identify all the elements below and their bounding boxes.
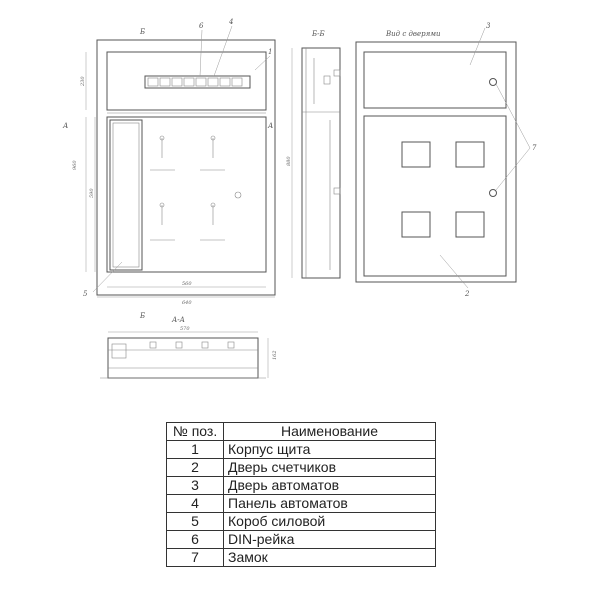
section-a-right: А (267, 122, 273, 130)
power-box (109, 119, 143, 271)
row-name: Дверь счетчиков (223, 458, 436, 477)
dim-640: 640 (182, 300, 192, 306)
dim-230: 230 (80, 76, 86, 87)
lock-top (489, 78, 497, 86)
table-row: 1 Корпус щита (166, 440, 436, 459)
row-name: Корпус щита (223, 440, 436, 459)
callout-2: 2 (464, 290, 470, 298)
row-name: Короб силовой (223, 512, 436, 531)
door-view: 3 7 2 Вид с дверями (355, 22, 537, 298)
row-num: 7 (166, 548, 224, 567)
dim-960: 960 (72, 160, 78, 170)
table-row: 2 Дверь счетчиков (166, 458, 436, 477)
row-num: 5 (166, 512, 224, 531)
front-view: 230 960 590 560 640 Б Б А А 6 4 1 5 (62, 18, 276, 320)
table-row: 3 Дверь автоматов (166, 476, 436, 495)
din-rail (144, 75, 251, 89)
row-name: Панель автоматов (223, 494, 436, 513)
callout-5: 5 (83, 290, 88, 298)
table-row: 6 DIN-рейка (166, 530, 436, 549)
header-num: № поз. (166, 422, 224, 441)
lock-bottom (489, 189, 497, 197)
view-b-bottom: Б (139, 312, 145, 320)
view-aa-label: А-А (171, 316, 185, 324)
dim-162: 162 (272, 350, 278, 360)
callout-7: 7 (532, 144, 537, 152)
row-num: 4 (166, 494, 224, 513)
callout-3: 3 (486, 22, 491, 30)
row-num: 1 (166, 440, 224, 459)
table-header-row: № поз. Наименование (166, 422, 436, 441)
table-row: 4 Панель автоматов (166, 494, 436, 513)
view-door-label: Вид с дверями (385, 30, 441, 38)
technical-drawing: 230 960 590 560 640 Б Б А А 6 4 1 5 880 … (62, 18, 537, 379)
dim-570: 570 (180, 326, 190, 332)
parts-table: № поз. Наименование 1 Корпус щита 2 Двер… (166, 422, 436, 567)
dim-560: 560 (182, 281, 192, 287)
table-row: 5 Короб силовой (166, 512, 436, 531)
row-num: 2 (166, 458, 224, 477)
row-num: 6 (166, 530, 224, 549)
side-view: 880 Б-Б (286, 30, 341, 279)
dim-590: 590 (89, 188, 95, 198)
row-num: 3 (166, 476, 224, 495)
section-a-left: А (62, 122, 68, 130)
callout-4: 4 (228, 18, 233, 26)
meter-mounts (150, 135, 242, 241)
meter-windows (401, 141, 485, 238)
row-name: Дверь автоматов (223, 476, 436, 495)
view-b-top: Б (139, 28, 145, 36)
section-aa-view: 570 162 А-А (100, 316, 278, 379)
callout-1: 1 (268, 48, 272, 56)
table-row: 7 Замок (166, 548, 436, 567)
row-name: Замок (223, 548, 436, 567)
view-bb-label: Б-Б (311, 30, 325, 38)
row-name: DIN-рейка (223, 530, 436, 549)
callout-6: 6 (199, 22, 204, 30)
dim-880: 880 (286, 156, 292, 166)
header-name: Наименование (223, 422, 436, 441)
